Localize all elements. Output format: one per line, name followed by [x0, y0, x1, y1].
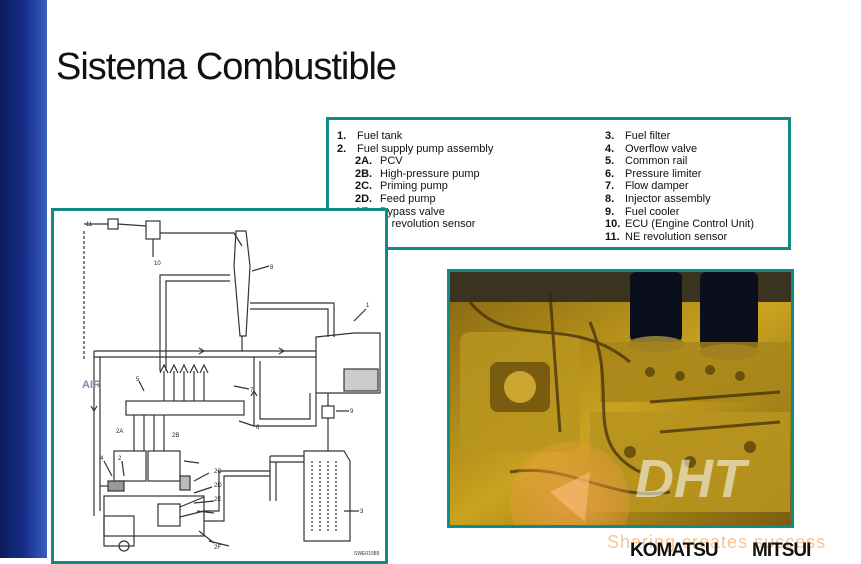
legend-item-label: Bypass valve [380, 205, 445, 218]
callout-2e: 2E [214, 497, 221, 503]
legend-item-label: High-pressure pump [380, 167, 480, 180]
injector-shape [233, 230, 251, 337]
legend-item-number: 2C. [355, 180, 373, 193]
fuel-filter-shape [303, 450, 351, 542]
legend-item-label: Overflow valve [625, 142, 698, 155]
slide-title: Sistema Combustible [56, 46, 397, 88]
legend-item-label: Feed pump [380, 192, 436, 205]
callout-2c: 2C [214, 469, 222, 475]
callout-3: 3 [360, 509, 364, 515]
fuel-system-diagram: 11 10 8 1 7 5 6 9 2A 2B 2C 2D 2E 2F 3 4 … [51, 208, 388, 564]
watermark-text: Sharing creates success [607, 532, 827, 552]
legend-item-number: 2A. [355, 155, 373, 168]
legend-item-number: 3. [605, 130, 615, 142]
overflow-valve-shape [107, 480, 125, 492]
komatsu-logo: KOMATSU [630, 540, 719, 561]
callout-6: 6 [256, 425, 260, 431]
legend-item-number: 2D. [355, 192, 373, 205]
callout-2f: 2F [214, 545, 221, 551]
callout-1: 1 [366, 303, 370, 309]
brand-logos: KOMATSU MITSUI [604, 538, 861, 561]
legend-item: 2B. High-pressure pump [337, 168, 493, 181]
callout-9: 9 [350, 409, 354, 415]
watermark-logo: DHT [635, 449, 750, 509]
engine-photo: DHT [447, 269, 794, 528]
legend-item: 9. Fuel cooler [605, 206, 754, 219]
legend-item: 8. Injector assembly [605, 193, 754, 206]
legend-item-label: Fuel filter [625, 130, 671, 142]
legend-item-number: 11. [605, 230, 620, 243]
legend-item: 11. NE revolution sensor [605, 231, 754, 244]
legend-item-label: ECU (Engine Control Unit) [625, 218, 754, 231]
legend-item: 7. Flow damper [605, 180, 754, 193]
callout-2b: 2B [172, 433, 179, 439]
callout-2d: 2D [214, 483, 222, 489]
legend-item-number: 5. [605, 155, 615, 168]
legend-item-label: G revolution sensor [380, 218, 476, 231]
legend-item-number: 1. [337, 130, 347, 142]
fuel-cooler-shape [321, 405, 335, 419]
legend-item: 1. Fuel tank [337, 130, 493, 143]
diagram-code: SWE01589 [354, 551, 380, 557]
legend-item-label: Common rail [625, 155, 688, 168]
diagram-schematic: 11 10 8 1 7 5 6 9 2A 2B 2C 2D 2E 2F 3 4 … [83, 218, 381, 552]
common-rail-shape [125, 400, 245, 416]
ecu-shape [145, 220, 161, 240]
legend-item-number: 10. [605, 218, 621, 231]
engine-photo-illustration: DHT [450, 272, 791, 525]
legend-item-label: Fuel tank [357, 130, 403, 142]
callout-2a: 2A [116, 429, 123, 435]
legend-item: 2D. Feed pump [337, 193, 493, 206]
priming-pump-shape [179, 475, 191, 491]
legend-item-number: 9. [605, 205, 615, 218]
legend-item-number: 6. [605, 167, 615, 180]
legend-item: 10. ECU (Engine Control Unit) [605, 218, 754, 231]
legend-item-label: Fuel cooler [625, 205, 680, 218]
legend-item: 2C. Priming pump [337, 180, 493, 193]
fuel-tank-shape [315, 332, 381, 394]
legend-item-label: NE revolution sensor [625, 230, 728, 243]
callout-10: 10 [154, 261, 161, 267]
ne-sensor-shape [107, 218, 119, 230]
pump-drive-shape [103, 515, 135, 547]
legend-item: 3. Fuel filter [605, 130, 754, 143]
legend-item-number: 7. [605, 180, 615, 193]
legend-item-label: PCV [380, 155, 403, 168]
callout-5: 5 [136, 377, 140, 383]
air-label: AIR [82, 379, 101, 391]
callout-2: 2 [118, 456, 122, 462]
legend-item-number: 8. [605, 192, 615, 205]
mitsui-logo: MITSUI [752, 540, 811, 561]
legend-item-label: Fuel supply pump assembly [357, 142, 494, 155]
high-pressure-pump-b [147, 450, 181, 482]
callout-7: 7 [250, 388, 254, 394]
legend-item: 4. Overflow valve [605, 143, 754, 156]
callout-11: 11 [86, 222, 93, 228]
legend-item-label: Pressure limiter [625, 167, 702, 180]
legend-item: 6. Pressure limiter [605, 168, 754, 181]
legend-item-label: Priming pump [380, 180, 448, 193]
legend-item-label: Injector assembly [625, 192, 711, 205]
legend-item-number: 4. [605, 142, 615, 155]
legend-right-column: 3. Fuel filter 4. Overflow valve 5. Common ra… [605, 130, 754, 243]
callout-8: 8 [270, 265, 274, 271]
feed-pump-shape [157, 503, 181, 527]
callout-4: 4 [100, 456, 104, 462]
legend-item-number: 2. [337, 142, 347, 155]
legend-item: 5. Common rail [605, 155, 754, 168]
legend-item: 2. Fuel supply pump assembly [337, 143, 493, 156]
legend-item-number: 2B. [355, 167, 373, 180]
high-pressure-pump-a [113, 450, 147, 482]
left-accent-bar [0, 0, 47, 558]
legend-item: 2A. PCV [337, 155, 493, 168]
legend-item-label: Flow damper [625, 180, 689, 193]
